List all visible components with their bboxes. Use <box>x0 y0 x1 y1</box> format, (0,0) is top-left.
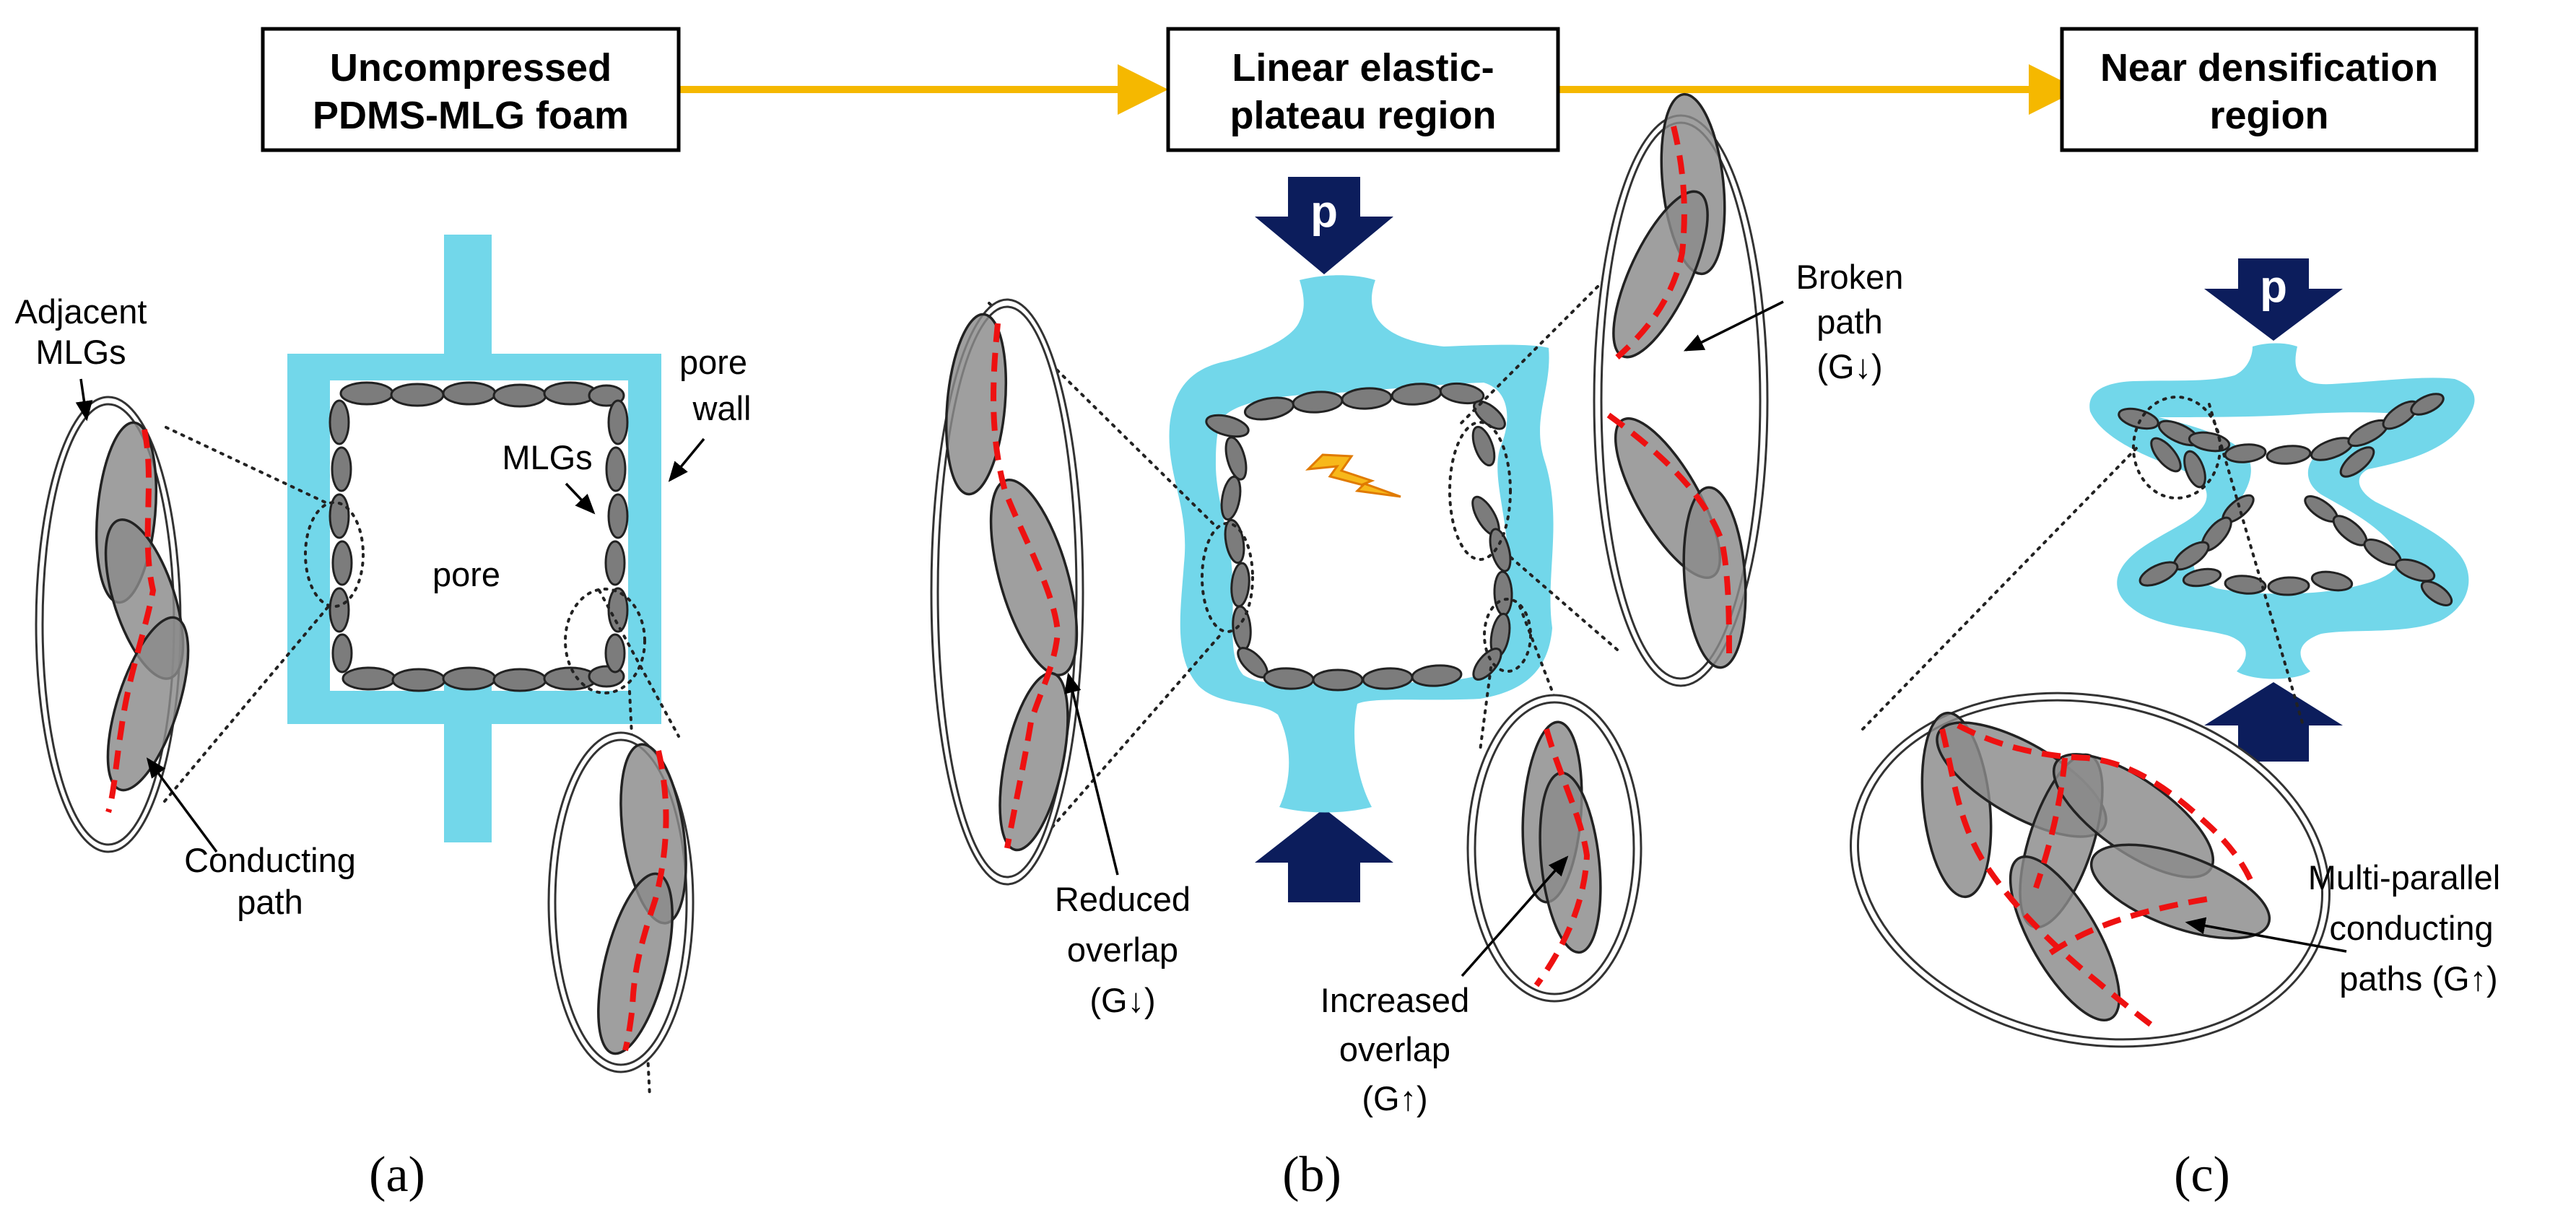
pore-wall-c <box>2089 343 2475 679</box>
label-increased-overlap-1: Increased <box>1320 981 1469 1019</box>
mlg-flakes-a <box>328 381 629 692</box>
pore-wall-a <box>287 235 661 842</box>
zoom-marker-a-right <box>564 588 646 694</box>
stage-label-2a: Linear elastic- <box>1232 46 1494 90</box>
spark-icon <box>1305 453 1401 498</box>
stage-label-1b: PDMS-MLG foam <box>313 94 629 137</box>
mlg-flakes-b <box>1205 382 1513 692</box>
label-mlgs: MLGs <box>502 438 592 476</box>
zoom-marker-b-lower-right <box>1483 598 1532 673</box>
label-broken-path-1: Broken <box>1796 258 1904 296</box>
stage-label-1a: Uncompressed <box>330 46 612 90</box>
zoom-view-a-right <box>547 731 695 1073</box>
zoom-view-b-upper-right <box>1593 92 1769 687</box>
zoom-marker-c <box>2132 396 2222 500</box>
stage-label-2b: plateau region <box>1230 94 1496 137</box>
panel-b: p <box>930 92 1904 1203</box>
pressure-label-b: p <box>1310 187 1338 237</box>
label-conducting-path-1: Conducting <box>184 841 356 879</box>
label-reduced-overlap-2: overlap <box>1067 930 1178 969</box>
label-increased-overlap-2: overlap <box>1339 1030 1450 1068</box>
panel-letter-c: (c) <box>2174 1147 2230 1203</box>
label-conducting-path-2: path <box>237 883 303 921</box>
pressure-label-c: p <box>2260 262 2287 312</box>
mlg-flakes-c <box>2118 393 2453 606</box>
panel-letter-b: (b) <box>1282 1147 1341 1203</box>
stage-box-uncompressed: Uncompressed PDMS-MLG foam <box>261 27 681 152</box>
label-broken-path-2: path <box>1816 302 1882 341</box>
pressure-arrow-c-bottom <box>2204 682 2343 762</box>
label-multi-parallel-3: paths (G↑) <box>2339 959 2497 998</box>
pressure-arrow-c-top: p <box>2204 258 2343 341</box>
label-pore: pore <box>432 555 500 593</box>
label-adjacent-mlgs-1: Adjacent <box>15 292 147 331</box>
zoom-marker-b-upper-right <box>1448 421 1512 561</box>
zoom-marker-a-left <box>304 501 365 608</box>
zoom-view-c <box>1850 692 2331 1048</box>
pore-wall-b <box>1169 275 1554 813</box>
panel-c: p <box>1850 258 2500 1203</box>
pressure-arrow-b-bottom <box>1255 808 1393 902</box>
label-pore-wall-2: wall <box>692 389 752 427</box>
zoom-marker-b-left <box>1201 522 1254 633</box>
zoom-view-a-left <box>35 396 190 853</box>
panel-a: Adjacent MLGs pore wall MLGs pore Conduc… <box>15 235 752 1203</box>
label-reduced-overlap-1: Reduced <box>1055 880 1191 918</box>
stage-label-3b: region <box>2209 94 2328 137</box>
label-broken-path-3: (G↓) <box>1816 347 1882 385</box>
zoom-view-b-lower-right <box>1466 694 1642 1003</box>
panel-letter-a: (a) <box>369 1147 425 1203</box>
label-adjacent-mlgs-2: MLGs <box>35 333 126 371</box>
pressure-arrow-b-top: p <box>1255 177 1393 274</box>
stage-box-densification: Near densification region <box>2060 27 2479 152</box>
label-multi-parallel-2: conducting <box>2329 909 2493 947</box>
stage-flow: Uncompressed PDMS-MLG foam Linear elasti… <box>261 27 2479 152</box>
label-increased-overlap-3: (G↑) <box>1362 1079 1427 1117</box>
zoom-view-b-left <box>930 298 1084 886</box>
label-multi-parallel-1: Multi-parallel <box>2308 858 2500 897</box>
label-pore-wall-1: pore <box>679 343 747 381</box>
label-reduced-overlap-3: (G↓) <box>1089 981 1155 1019</box>
stage-label-3a: Near densification <box>2100 46 2438 90</box>
stage-box-linear-elastic: Linear elastic- plateau region <box>1166 27 1560 152</box>
